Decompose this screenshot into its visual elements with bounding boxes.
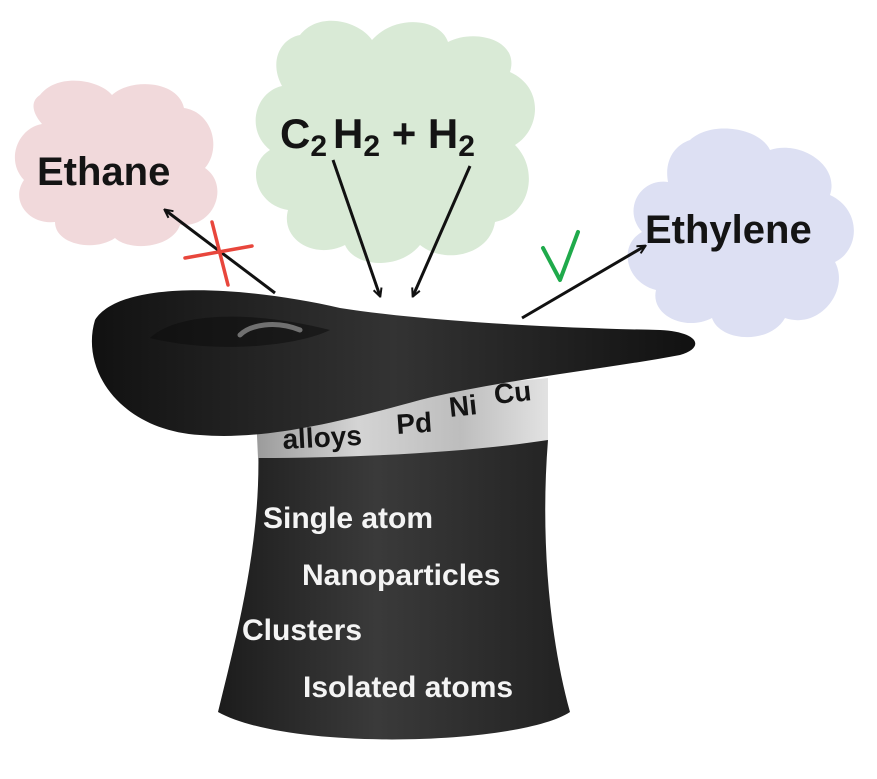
body-label-nanoparticles: Nanoparticles (302, 559, 500, 592)
reactant-cloud (255, 20, 535, 264)
ethylene-label: Ethylene (645, 208, 812, 252)
body-label-single-atom: Single atom (263, 502, 433, 535)
check-mark-icon (541, 230, 580, 282)
reactant-h-subscript: 2 (363, 130, 380, 163)
band-label-cu: Cu (492, 375, 532, 410)
band-label-alloys: alloys (282, 420, 363, 455)
ethane-cloud (14, 80, 218, 247)
band-label-pd: Pd (395, 407, 433, 440)
ethane-label: Ethane (37, 150, 170, 194)
body-label-isolated-atoms: Isolated atoms (303, 671, 513, 704)
hat-body (218, 440, 570, 740)
reactant-c: C (280, 110, 310, 157)
arrow-reactant-left (331, 159, 380, 296)
band-label-ni: Ni (447, 389, 478, 423)
ethylene-cloud (627, 128, 854, 338)
cross-mark-icon (183, 220, 254, 287)
reactant-plus-h: + H (380, 110, 458, 157)
reactant-h2-subscript: 2 (458, 130, 475, 163)
hat-brim-inner (150, 316, 330, 347)
body-label-clusters: Clusters (242, 614, 362, 647)
arrow-to-ethylene (521, 246, 645, 320)
reactant-h: H (333, 110, 363, 157)
arrow-reactant-right (413, 165, 472, 296)
reactant-c-subscript: 2 (310, 130, 327, 163)
